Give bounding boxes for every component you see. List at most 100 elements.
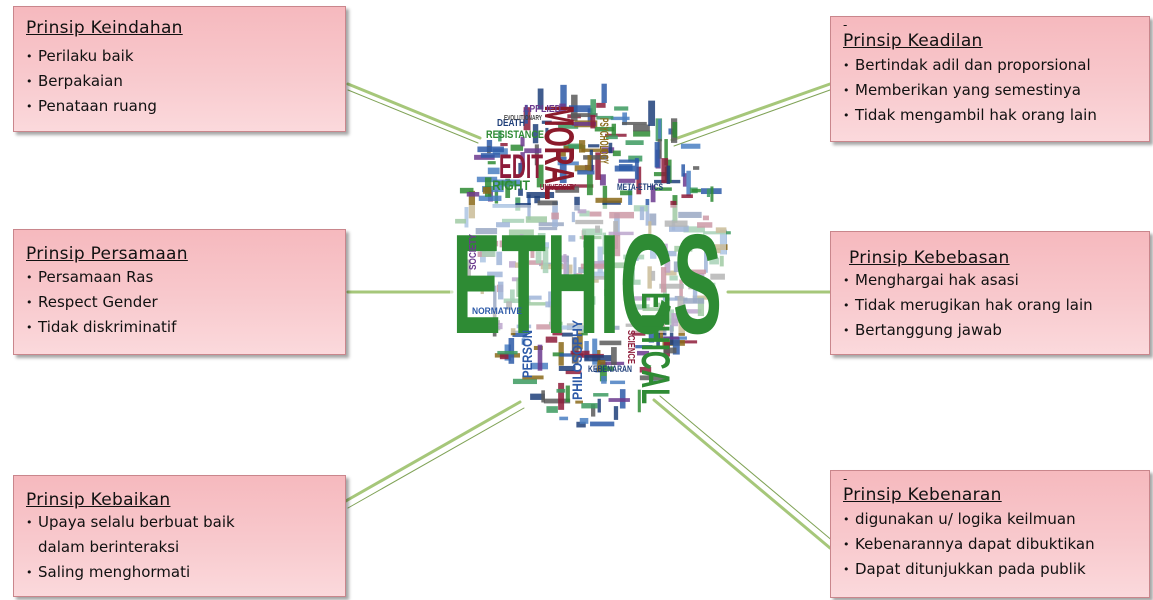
cloud-filler-word	[524, 104, 528, 124]
cloud-filler-word	[508, 338, 515, 364]
cloud-filler-word	[558, 365, 576, 371]
cloud-filler-word	[599, 362, 607, 382]
cloud-filler-word	[468, 190, 476, 219]
cloud-filler-word	[590, 114, 596, 129]
cloud-filler-word	[628, 188, 633, 205]
cloud-word-science: SCIENCE	[625, 330, 636, 364]
cloud-filler-word	[682, 173, 687, 187]
cloud-filler-word	[498, 130, 502, 142]
cloud-filler-word	[663, 336, 680, 340]
cloud-filler-word	[561, 332, 573, 337]
cloud-filler-word	[520, 136, 525, 147]
cloud-filler-word	[613, 406, 619, 420]
cloud-filler-word	[657, 138, 662, 159]
cloud-filler-word	[579, 140, 586, 153]
cloud-filler-word	[480, 153, 501, 158]
box-title: Prinsip Persamaan	[26, 244, 188, 264]
cloud-filler-word	[565, 370, 582, 375]
cloud-word-philosophy-v: PHILOSOPHY	[569, 319, 585, 400]
cloud-filler-word	[620, 190, 633, 196]
cloud-word-meta-ethics: META-ETHICS	[617, 182, 663, 192]
cloud-filler-word	[499, 353, 509, 360]
cloud-word-person: PERSON	[519, 330, 535, 378]
cloud-filler-word	[568, 105, 591, 113]
cloud-filler-word	[526, 191, 555, 199]
cloud-filler-word	[590, 99, 597, 115]
cloud-filler-word	[637, 389, 641, 413]
cloud-filler-word	[597, 360, 606, 365]
cloud-word-psychology: PSYCHOLOGY	[597, 118, 611, 164]
cloud-word-right: RIGHT	[492, 177, 530, 193]
box-prinsip-keindahan: Prinsip Keindahan Perilaku baik Berpakai…	[13, 6, 346, 132]
cloud-filler-word	[672, 337, 680, 355]
cloud-filler-word	[559, 416, 569, 421]
box-prinsip-keadilan: - Prinsip Keadilan Bertindak adil dan pr…	[830, 16, 1150, 142]
cloud-filler-word	[661, 158, 669, 184]
cloud-filler-word	[612, 150, 621, 157]
cloud-filler-word	[576, 322, 583, 350]
cloud-filler-word	[595, 197, 623, 203]
cloud-filler-word	[536, 164, 544, 188]
cloud-filler-word	[654, 142, 660, 168]
cloud-filler-word	[512, 330, 528, 337]
bullet-list: Upaya selalu berbuat baik dalam berinter…	[26, 510, 335, 585]
bullet-list: Persamaan Ras Respect Gender Tidak diskr…	[26, 265, 335, 340]
cloud-filler-word	[546, 406, 558, 413]
cloud-filler-word	[563, 146, 569, 153]
cloud-filler-word	[500, 142, 508, 147]
cloud-filler-word	[596, 115, 614, 120]
cloud-filler-word	[575, 400, 583, 404]
cloud-filler-word	[574, 196, 580, 211]
cloud-filler-word	[590, 421, 615, 427]
cloud-filler-word	[556, 388, 566, 393]
cloud-filler-word	[664, 139, 668, 166]
cloud-word-resistance: RESISTANCE	[486, 129, 544, 141]
cloud-filler-word	[584, 355, 612, 362]
list-item: Tidak mengambil hak orang lain	[843, 103, 1139, 128]
cloud-filler-word	[555, 186, 580, 193]
cloud-filler-word	[518, 188, 523, 196]
cloud-filler-word	[477, 146, 504, 153]
cloud-filler-word	[558, 150, 566, 157]
cloud-filler-word	[601, 83, 607, 103]
box-dash: -	[843, 18, 848, 32]
cloud-filler-word	[556, 122, 572, 126]
cloud-filler-word	[558, 382, 565, 410]
box-prinsip-kebebasan: Prinsip Kebebasan Menghargai hak asasi T…	[830, 231, 1150, 355]
connector-keadilan-2	[673, 89, 831, 147]
cloud-filler-word	[583, 155, 609, 160]
box-prinsip-kebaikan: Prinsip Kebaikan Upaya selalu berbuat ba…	[13, 475, 346, 597]
cloud-filler-word	[459, 187, 474, 194]
cloud-filler-word	[570, 113, 598, 118]
cloud-filler-word	[658, 119, 662, 139]
cloud-filler-word	[693, 166, 700, 170]
cloud-filler-word	[497, 350, 518, 355]
cloud-filler-word	[639, 375, 666, 381]
cloud-filler-word	[577, 170, 595, 175]
cloud-filler-word	[574, 165, 590, 172]
list-item: Tidak merugikan hak orang lain	[843, 293, 1139, 318]
cloud-filler-word	[588, 144, 600, 148]
cloud-filler-word	[602, 366, 614, 371]
cloud-filler-word	[648, 332, 655, 343]
cloud-filler-word	[605, 135, 618, 140]
cloud-word-evolutionary: EVOLUTIONARY	[504, 115, 542, 122]
cloud-filler-word	[557, 161, 579, 166]
cloud-filler-word	[602, 185, 608, 209]
list-item-continuation: dalam berinteraksi	[38, 538, 180, 556]
cloud-filler-word	[618, 178, 636, 183]
cloud-filler-word	[543, 398, 571, 404]
cloud-filler-word	[571, 121, 597, 126]
cloud-word-normative: NORMATIVE	[472, 306, 522, 316]
cloud-filler-word	[510, 144, 524, 151]
cloud-filler-word	[614, 106, 629, 111]
cloud-word-ethics: ETHICS	[452, 205, 722, 364]
cloud-filler-word	[601, 375, 607, 384]
cloud-filler-word	[618, 159, 640, 163]
cloud-filler-word	[596, 102, 606, 108]
cloud-filler-word	[521, 338, 526, 345]
cloud-word-kebenaran: KEBENARAN	[588, 364, 632, 374]
cloud-filler-word	[587, 155, 592, 171]
